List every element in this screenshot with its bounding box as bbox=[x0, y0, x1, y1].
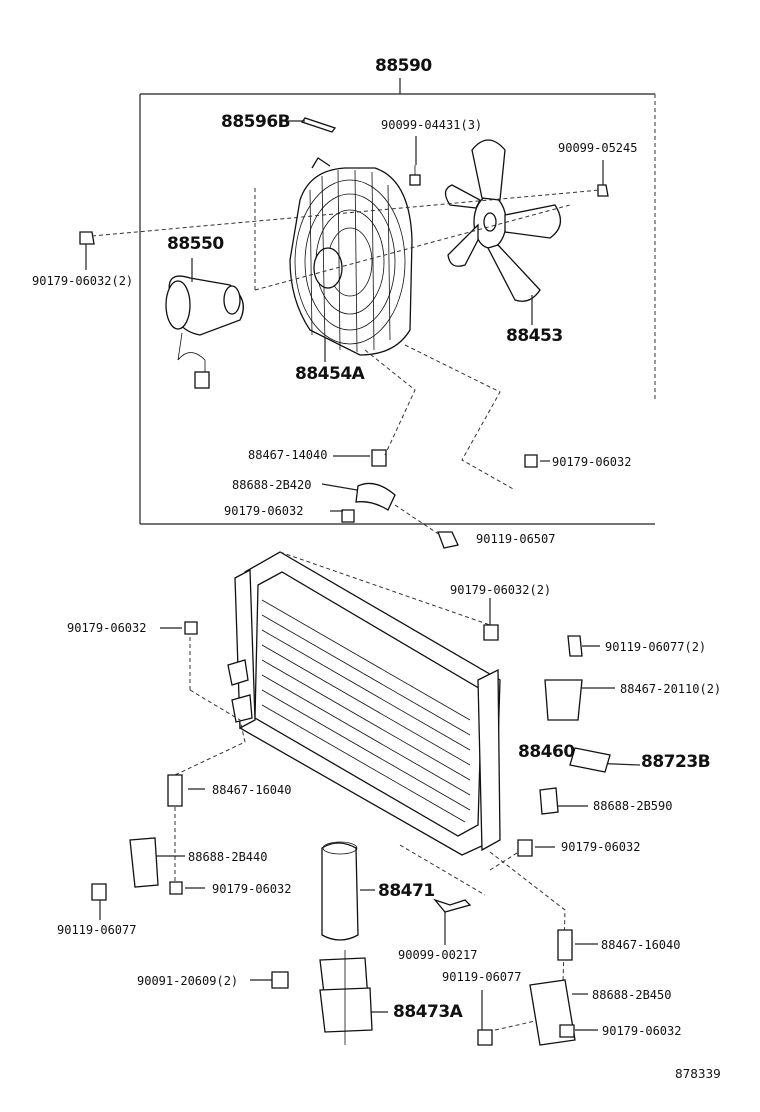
part-label-88460[interactable]: 88460 bbox=[518, 742, 575, 762]
leader-lines-top bbox=[85, 120, 604, 536]
fan-shroud-drawing bbox=[289, 157, 413, 356]
part-label-88467-16040-b[interactable]: 88467-16040 bbox=[601, 938, 681, 952]
part-label-88471[interactable]: 88471 bbox=[378, 881, 435, 901]
part-label-88454A[interactable]: 88454A bbox=[295, 364, 365, 384]
part-label-90179-06032-top[interactable]: 90179-06032(2) bbox=[32, 274, 134, 288]
part-label-90091-20609-2[interactable]: 90091-20609(2) bbox=[137, 974, 239, 988]
part-label-88467-14040[interactable]: 88467-14040 bbox=[248, 448, 328, 462]
part-label-88688-2B450[interactable]: 88688-2B450 bbox=[592, 988, 672, 1002]
part-label-90179-06032-b[interactable]: 90179-06032 bbox=[224, 504, 304, 518]
part-label-90099-00217[interactable]: 90099-00217 bbox=[398, 948, 478, 962]
part-label-88473A[interactable]: 88473A bbox=[393, 1002, 463, 1022]
part-label-90179-06032-e[interactable]: 90179-06032 bbox=[212, 882, 292, 896]
part-label-88688-2B440[interactable]: 88688-2B440 bbox=[188, 850, 268, 864]
assembly-bracket bbox=[139, 78, 656, 525]
part-label-90179-06032-d[interactable]: 90179-06032 bbox=[561, 840, 641, 854]
part-label-90179-06032-c[interactable]: 90179-06032 bbox=[67, 621, 147, 635]
part-label-88688-2B590[interactable]: 88688-2B590 bbox=[593, 799, 673, 813]
fan-motor-drawing bbox=[165, 275, 244, 389]
part-label-90099-04431[interactable]: 90099-04431(3) bbox=[381, 118, 483, 132]
leader-lines-bottom bbox=[99, 551, 641, 1032]
fan-blade-drawing bbox=[444, 139, 562, 302]
assembly-label: 88590 bbox=[375, 56, 432, 76]
part-label-90119-06077-b[interactable]: 90119-06077 bbox=[442, 970, 522, 984]
part-label-90179-06032-mid[interactable]: 90179-06032(2) bbox=[450, 583, 552, 597]
part-label-88688-2B420[interactable]: 88688-2B420 bbox=[232, 478, 312, 492]
part-label-90119-06507[interactable]: 90119-06507 bbox=[476, 532, 556, 546]
receiver-drier-drawing bbox=[321, 841, 359, 941]
part-label-88453[interactable]: 88453 bbox=[506, 326, 563, 346]
part-label-88467-16040-a[interactable]: 88467-16040 bbox=[212, 783, 292, 797]
part-label-90119-06077-2[interactable]: 90119-06077(2) bbox=[605, 640, 707, 654]
part-label-88596B[interactable]: 88596B bbox=[221, 112, 291, 132]
diagram-reference-number: 878339 bbox=[675, 1067, 721, 1081]
part-label-90099-05245[interactable]: 90099-05245 bbox=[558, 141, 638, 155]
part-label-88467-20110-2[interactable]: 88467-20110(2) bbox=[620, 682, 722, 696]
hardware-top bbox=[79, 117, 609, 549]
condenser-drawing bbox=[227, 551, 559, 856]
receiver-bracket-drawing bbox=[319, 950, 373, 1045]
hardware-bottom bbox=[91, 621, 611, 1046]
part-label-90119-06077-a[interactable]: 90119-06077 bbox=[57, 923, 137, 937]
part-label-90179-06032-f[interactable]: 90179-06032 bbox=[602, 1024, 682, 1038]
part-label-88723B[interactable]: 88723B bbox=[641, 752, 711, 772]
part-label-88550[interactable]: 88550 bbox=[167, 234, 224, 254]
part-label-90179-06032-a[interactable]: 90179-06032 bbox=[552, 455, 632, 469]
